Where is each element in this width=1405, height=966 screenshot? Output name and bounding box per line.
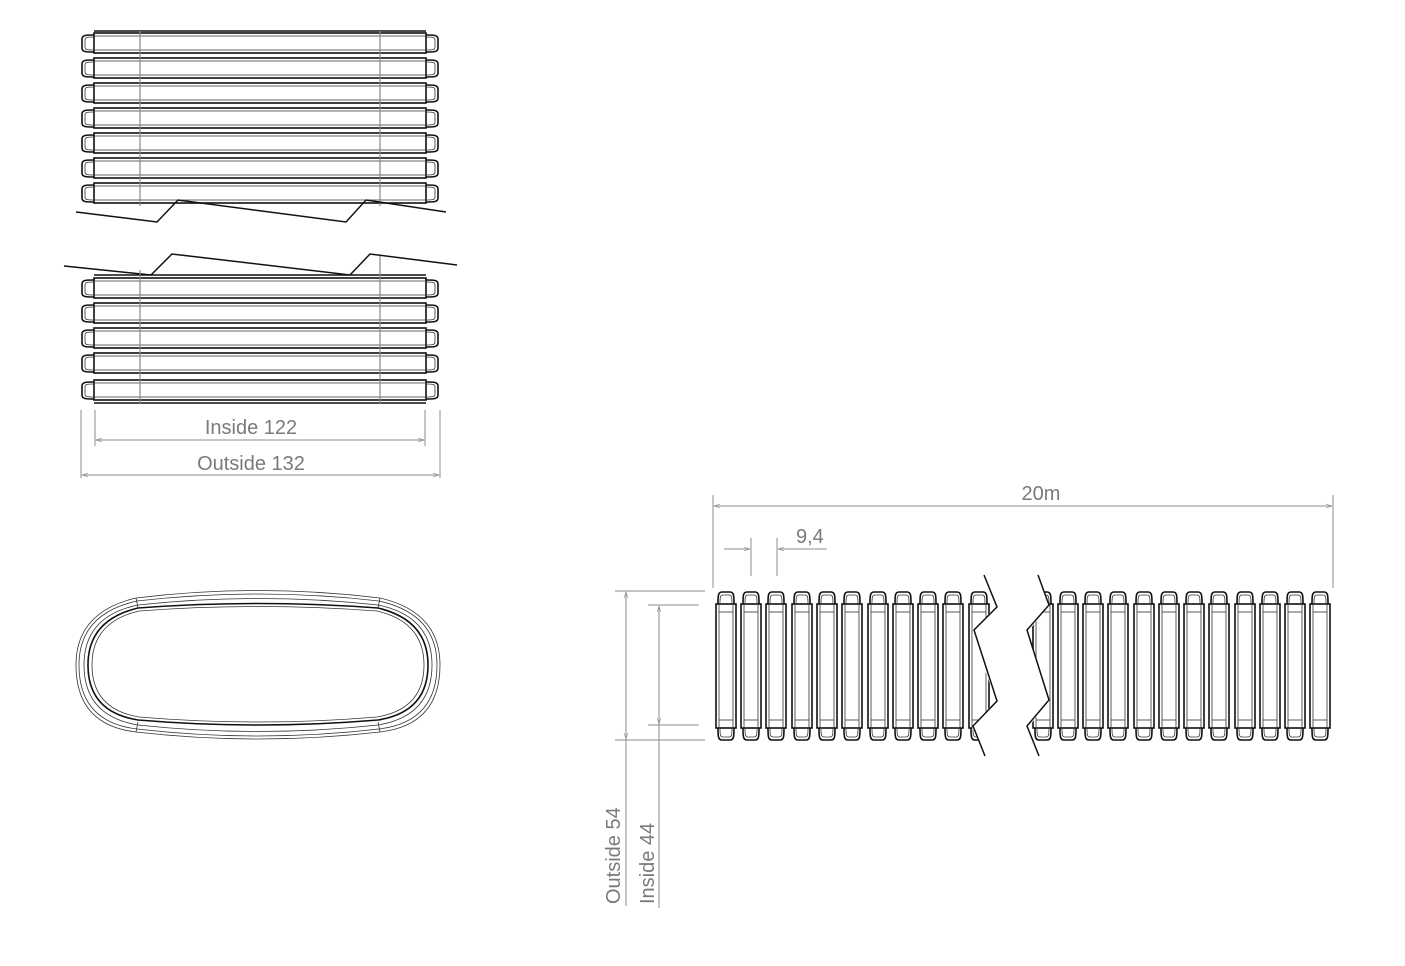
break-line-right bbox=[1026, 574, 1050, 757]
top-view-dimensions: Inside 122 Outside 132 bbox=[80, 410, 441, 478]
break-line-lower bbox=[63, 253, 458, 276]
inside-height-label: Inside 44 bbox=[637, 823, 659, 904]
outside-height-label: Outside 54 bbox=[603, 807, 625, 904]
top-view-upper-segment bbox=[75, 30, 447, 223]
pitch-label: 9,4 bbox=[796, 526, 824, 548]
break-line-left bbox=[972, 574, 998, 757]
top-view-lower-segment bbox=[63, 253, 458, 404]
outside-width-label: Outside 132 bbox=[197, 453, 305, 475]
cross-section-oval bbox=[75, 590, 441, 740]
break-line-upper bbox=[75, 199, 447, 223]
length-label: 20m bbox=[1022, 483, 1061, 505]
side-view-left-segment bbox=[715, 574, 1010, 758]
side-view-right-segment bbox=[1020, 574, 1331, 758]
inside-width-label: Inside 122 bbox=[205, 417, 297, 439]
side-view-dimensions: 20m 9,4 Outside 54 Inside 44 bbox=[603, 483, 1334, 908]
